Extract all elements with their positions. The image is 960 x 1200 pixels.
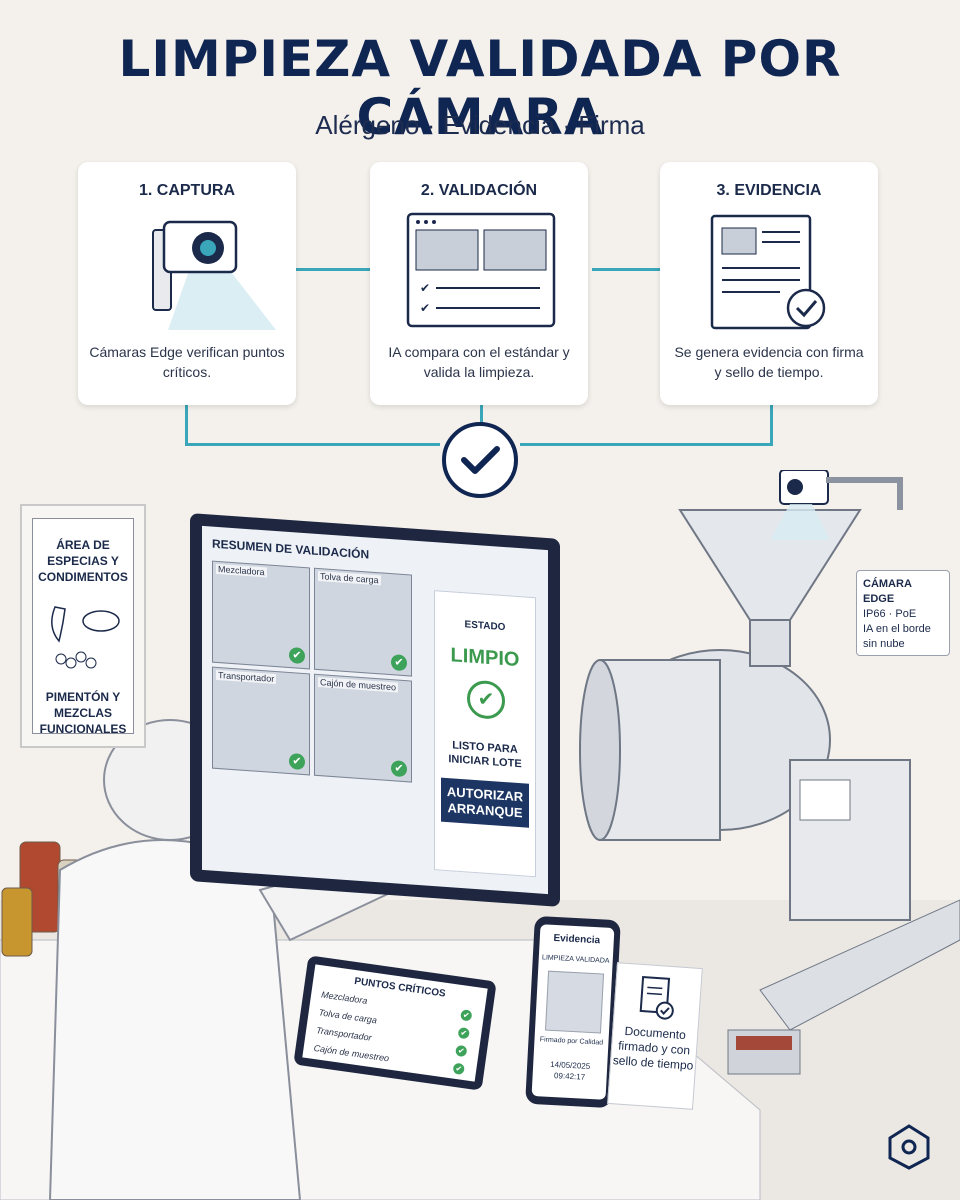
spice-icons [51, 606, 120, 669]
tile-conveyor[interactable]: Transportador ✔ [212, 666, 310, 776]
phone-signed: Firmado por Calidad [539, 1036, 604, 1047]
check-icon: ✔ [457, 1026, 470, 1040]
page-subtitle: Alérgeno · Evidencia · Firma [315, 110, 645, 140]
approval-check-icon [442, 422, 518, 498]
camera-label-title: CÁMARA EDGE [863, 578, 912, 605]
phone-subtitle: LIMPIEZA VALIDADA [541, 954, 610, 965]
sign-area-title: ÁREA DE ESPECIAS Y CONDIMENTOS [38, 538, 128, 584]
camera-spec-label: CÁMARA EDGE IP66 · PoE IA en el borde si… [856, 570, 950, 656]
sign-product-line: PIMENTÓN Y MEZCLAS FUNCIONALES [39, 690, 127, 736]
connector-right-down [770, 405, 773, 445]
phone-title: Evidencia [553, 932, 601, 947]
status-value: LIMPIO [450, 644, 520, 672]
browser-window-icon: ✔ ✔ [406, 212, 556, 328]
svg-text:✔: ✔ [420, 281, 430, 295]
step-title: 3. EVIDENCIA [716, 182, 822, 199]
connector-center-down [480, 405, 483, 425]
step-description: IA compara con el estándar y valida la l… [388, 344, 570, 380]
connector-left-down [185, 405, 188, 445]
page-title: LIMPIEZA VALIDADA POR CÁMARA [118, 30, 842, 146]
step-card-validation: 2. VALIDACIÓN ✔ ✔ IA compara con el está… [370, 162, 588, 405]
check-icon: ✔ [289, 752, 305, 771]
connector-2-3 [592, 268, 660, 271]
check-icon: ✔ [289, 646, 305, 665]
tile-label: Tolva de carga [318, 571, 381, 586]
status-label: ESTADO [464, 619, 506, 634]
camera-label-line1: IP66 · PoE [863, 608, 917, 620]
clean-check-icon: ✔ [467, 679, 505, 721]
check-icon: ✔ [455, 1044, 468, 1058]
check-icon: ✔ [391, 654, 407, 672]
evidence-photo [544, 970, 605, 1034]
brand-logo-icon [888, 1124, 930, 1170]
tile-sample-drawer[interactable]: Cajón de muestreo ✔ [314, 673, 412, 783]
authorize-start-button[interactable]: AUTORIZAR ARRANQUE [441, 777, 529, 828]
step-description: Cámaras Edge verifican puntos críticos. [89, 344, 285, 380]
signed-document-card: Documento firmado y con sello de tiempo [607, 962, 703, 1110]
connector-bottom-right [520, 443, 773, 446]
svg-text:✔: ✔ [420, 301, 430, 315]
camera-icon [152, 220, 276, 330]
check-icon: ✔ [460, 1009, 473, 1022]
tile-hopper[interactable]: Tolva de carga ✔ [314, 567, 412, 677]
connector-1-2 [296, 268, 370, 271]
area-sign: ÁREA DE ESPECIAS Y CONDIMENTOS PIMENTÓN … [20, 504, 146, 748]
tablet-screen: PUNTOS CRÍTICOS Mezcladora✔ Tolva de car… [302, 964, 488, 1082]
monitor-title: RESUMEN DE VALIDACIÓN [212, 536, 370, 562]
step-description: Se genera evidencia con firma y sello de… [674, 344, 864, 380]
phone-screen: Evidencia LIMPIEZA VALIDADA Firmado por … [531, 924, 615, 1100]
tile-label: Transportador [216, 669, 277, 685]
check-icon: ✔ [452, 1062, 465, 1076]
monitor-screen: RESUMEN DE VALIDACIÓN Mezcladora ✔ Tolva… [202, 525, 548, 895]
status-panel: ESTADO LIMPIO ✔ LISTO PARA INICIAR LOTE … [434, 590, 536, 878]
document-check-icon [639, 975, 674, 1020]
document-caption: Documento firmado y con sello de tiempo [612, 1023, 694, 1073]
step-title: 2. VALIDACIÓN [420, 182, 538, 199]
ready-text: LISTO PARA INICIAR LOTE [448, 739, 522, 771]
validation-monitor: RESUMEN DE VALIDACIÓN Mezcladora ✔ Tolva… [190, 513, 560, 907]
tile-label: Cajón de muestreo [318, 677, 399, 693]
evidence-phone: Evidencia LIMPIEZA VALIDADA Firmado por … [525, 915, 621, 1109]
tile-mixer[interactable]: Mezcladora ✔ [212, 560, 310, 670]
camera-label-line2: IA en el borde sin nube [863, 623, 931, 650]
step-title: 1. CAPTURA [138, 182, 235, 199]
check-icon: ✔ [391, 760, 407, 778]
document-check-icon [710, 214, 826, 330]
connector-bottom-left [185, 443, 440, 446]
step-card-evidence: 3. EVIDENCIA Se genera evidencia con fir… [660, 162, 878, 405]
step-card-capture: 1. CAPTURA Cámaras Edge verifican puntos… [78, 162, 296, 405]
phone-timestamp: 14/05/2025 09:42:17 [532, 1058, 607, 1084]
tile-label: Mezcladora [216, 563, 267, 578]
